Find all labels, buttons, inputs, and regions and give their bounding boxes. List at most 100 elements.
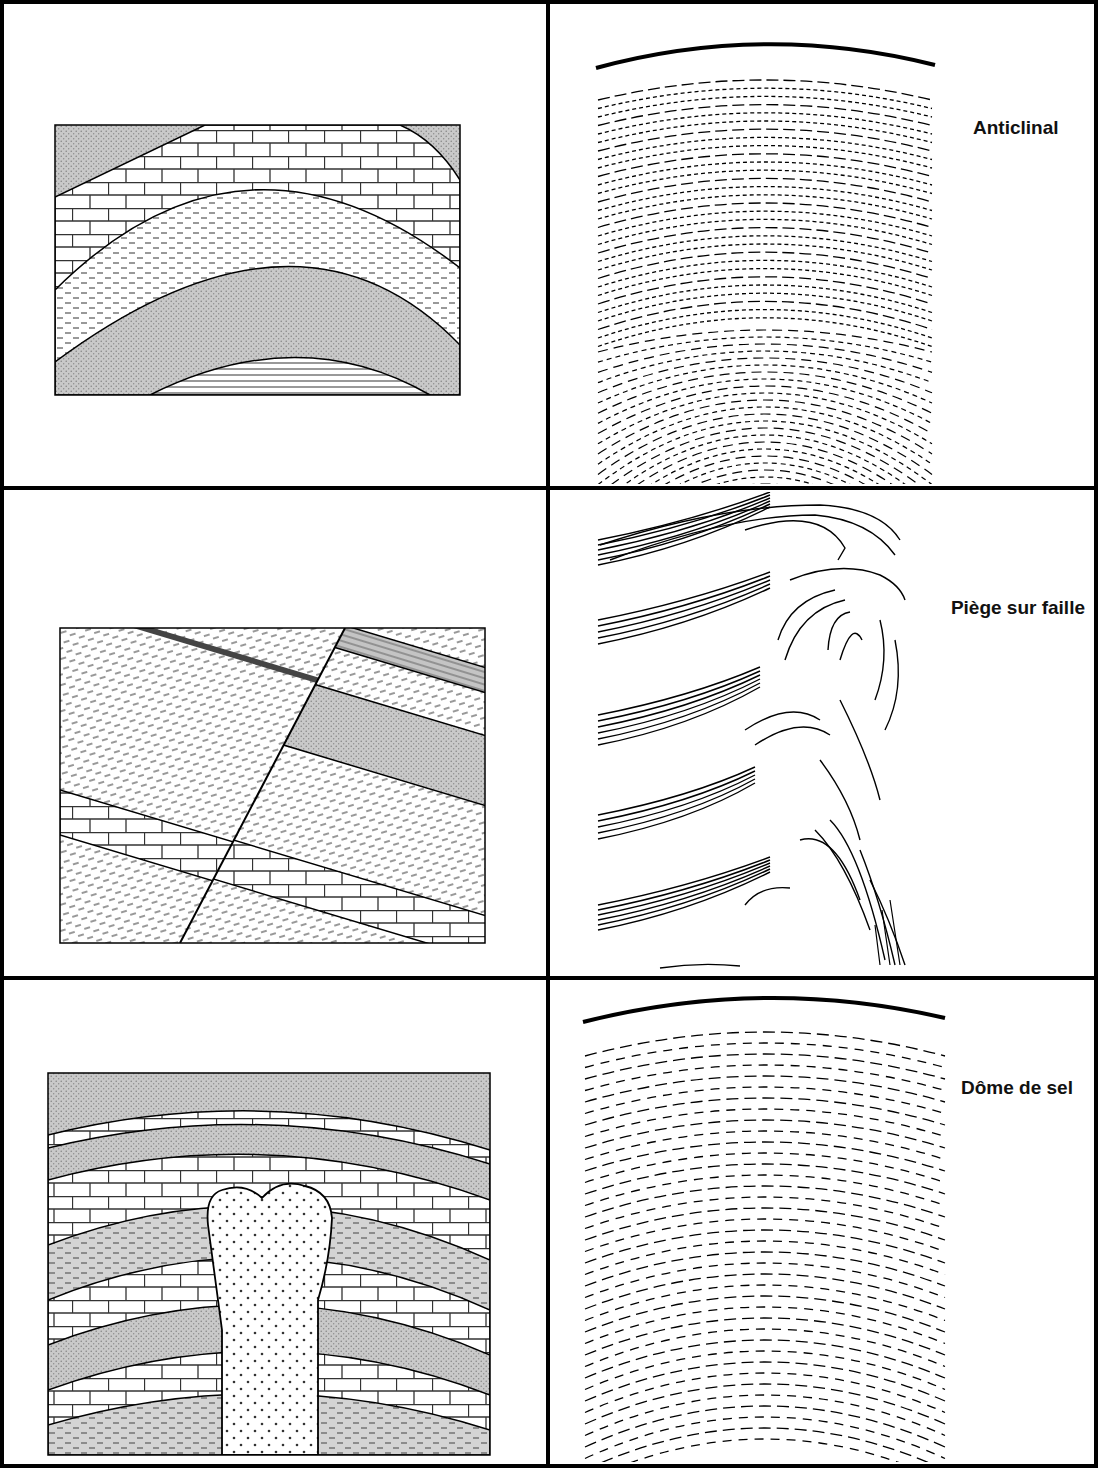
reflector-line xyxy=(598,293,932,321)
trap-label: Dôme de sel xyxy=(958,1076,1076,1101)
reflector-line xyxy=(598,477,932,484)
reflector-line xyxy=(585,1054,945,1079)
anticline-section xyxy=(55,125,460,395)
reflector-line xyxy=(598,88,932,108)
reflector-line xyxy=(585,1307,945,1344)
reflector-line xyxy=(585,1120,945,1148)
reflector-line xyxy=(598,277,932,304)
reflector-line xyxy=(598,428,932,484)
reflector-line xyxy=(598,260,932,287)
seismic-fault xyxy=(598,492,905,968)
reflector-line xyxy=(598,344,932,372)
section-frame xyxy=(48,1073,490,1455)
seismic-salt-dome xyxy=(583,998,945,1462)
reflector-line xyxy=(755,727,830,745)
reflector-line xyxy=(585,1142,945,1171)
reflector-line xyxy=(598,318,932,347)
reflector-line xyxy=(598,584,770,638)
reflector-line xyxy=(598,414,932,474)
reflector-line xyxy=(585,1241,945,1275)
reflector-line xyxy=(840,633,862,660)
reflector-line xyxy=(585,1340,945,1378)
reflector-line xyxy=(598,572,770,620)
reflector-line xyxy=(598,435,932,484)
reflector-line xyxy=(585,1274,945,1309)
fault-section xyxy=(60,628,485,943)
reflector-line xyxy=(598,236,932,262)
reflector-line xyxy=(598,504,770,560)
reflector-line xyxy=(598,683,760,739)
salt-dome-section xyxy=(48,1073,490,1455)
reflector-line xyxy=(598,449,932,484)
reflector-line xyxy=(610,515,895,560)
reflector-line xyxy=(598,501,770,555)
reflector-line xyxy=(598,866,770,920)
reflector-line xyxy=(598,365,932,403)
reflector-line xyxy=(585,1362,945,1401)
reflector-line xyxy=(598,576,770,626)
reflector-line xyxy=(598,470,932,484)
reflector-line xyxy=(598,358,932,393)
reflector-line xyxy=(598,872,770,930)
reflector-line xyxy=(585,1428,945,1462)
reflector-line xyxy=(598,301,932,329)
reflector-line xyxy=(598,285,932,313)
seismic-anticline xyxy=(596,44,935,484)
reflector-line xyxy=(585,1032,945,1056)
surface-line xyxy=(596,44,935,68)
trap-label: Anticlinal xyxy=(970,116,1062,141)
reflector-line xyxy=(598,113,932,134)
reflector-line xyxy=(598,219,932,244)
reflector-line xyxy=(585,1318,945,1355)
reflector-line xyxy=(598,379,932,423)
reflector-line xyxy=(785,600,845,660)
reflector-line xyxy=(598,310,932,338)
reflector-line xyxy=(598,421,932,484)
reflector-line xyxy=(598,580,770,632)
reflector-line xyxy=(745,521,845,560)
reflector-line xyxy=(585,1131,945,1160)
reflector-line xyxy=(585,1043,945,1068)
reflector-line xyxy=(660,964,740,968)
reflector-line xyxy=(598,252,932,278)
reflector-line xyxy=(585,1263,945,1298)
reflector-line xyxy=(885,640,898,730)
reflector-line xyxy=(585,1406,945,1447)
reflector-line xyxy=(598,779,755,833)
reflector-line xyxy=(598,679,760,733)
reflector-line xyxy=(598,269,932,296)
reflector-line xyxy=(820,760,860,840)
reflector-line xyxy=(875,620,884,700)
reflector-line xyxy=(585,1329,945,1367)
reflector-line xyxy=(790,569,905,600)
reflector-line xyxy=(598,393,932,444)
reflector-line xyxy=(598,869,770,925)
reflector-line xyxy=(585,1296,945,1332)
reflector-line xyxy=(585,1384,945,1424)
reflector-line xyxy=(585,1252,945,1286)
reflector-line xyxy=(585,1417,945,1459)
trap-label: Piège sur faille xyxy=(948,596,1088,621)
reflector-line xyxy=(598,244,932,270)
reflector-line xyxy=(745,888,790,905)
reflector-line xyxy=(585,1098,945,1125)
reflector-line xyxy=(870,880,905,965)
reflector-line xyxy=(600,505,900,545)
reflector-line xyxy=(815,830,870,930)
reflector-line xyxy=(840,700,880,800)
reflector-line xyxy=(875,900,900,965)
reflector-line xyxy=(828,612,850,650)
reflector-line xyxy=(598,588,770,644)
reflector-line xyxy=(598,463,932,484)
reflector-line xyxy=(598,400,932,454)
reflector-line xyxy=(585,1439,945,1462)
reflector-line xyxy=(585,1395,945,1436)
reflector-line xyxy=(598,351,932,383)
reflector-line xyxy=(598,783,755,839)
reflector-line xyxy=(598,775,755,827)
reflector-line xyxy=(598,687,760,745)
reflector-line xyxy=(598,330,932,352)
surface-line xyxy=(583,998,945,1022)
